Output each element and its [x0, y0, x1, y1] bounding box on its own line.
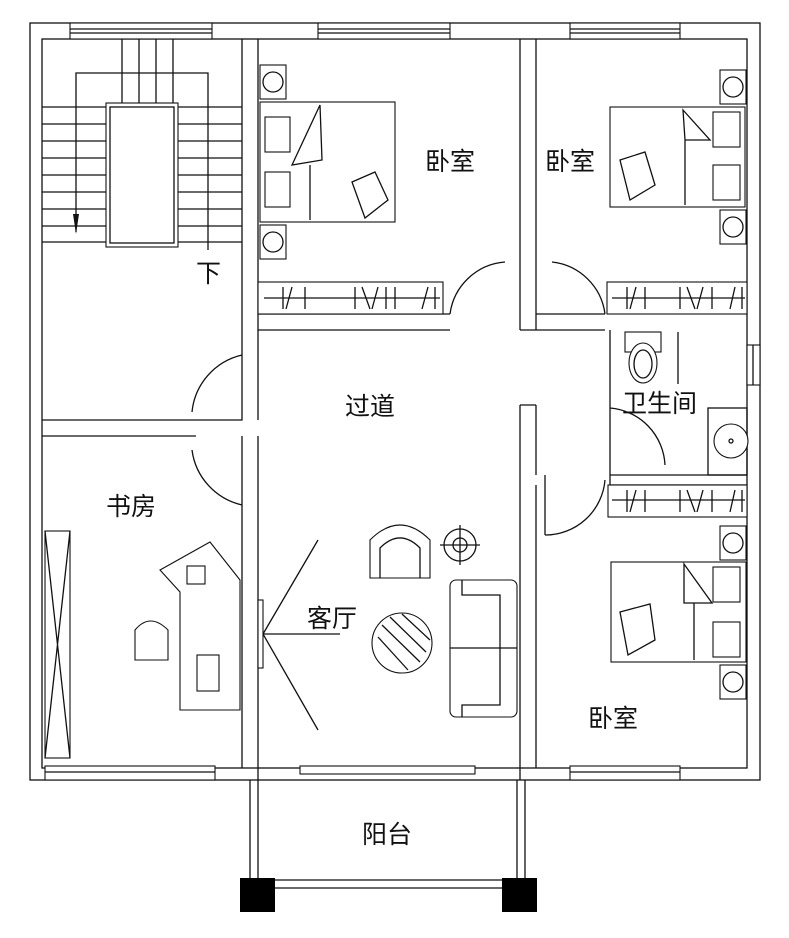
- stair-down-label: 下: [196, 259, 221, 288]
- room-label-bathroom: 卫生间: [622, 389, 697, 418]
- wardrobes: [257, 281, 748, 518]
- study-furniture: [44, 530, 241, 759]
- living-furniture: [257, 524, 518, 731]
- bed-top-right: [609, 69, 747, 245]
- staircase: [42, 39, 242, 250]
- room-label-living-room: 客厅: [307, 604, 357, 633]
- column-left: [240, 878, 275, 912]
- room-label-bedroom-bottom-right: 卧室: [588, 704, 638, 733]
- room-label-balcony: 阳台: [362, 820, 412, 849]
- room-label-study: 书房: [106, 492, 156, 521]
- room-label-bedroom-top-right: 卧室: [545, 147, 595, 176]
- balcony: [240, 780, 537, 912]
- windows: [44, 22, 761, 781]
- bed-bottom-right: [610, 525, 747, 700]
- column-right: [502, 878, 537, 912]
- interior-walls: [42, 39, 747, 780]
- room-label-corridor: 过道: [345, 392, 395, 421]
- doors: [191, 261, 666, 536]
- room-label-bedroom-top-left: 卧室: [425, 147, 475, 176]
- bed-top-left: [259, 64, 396, 260]
- stair-arrow-icon: [73, 214, 79, 234]
- bathroom-fixtures: [624, 331, 749, 476]
